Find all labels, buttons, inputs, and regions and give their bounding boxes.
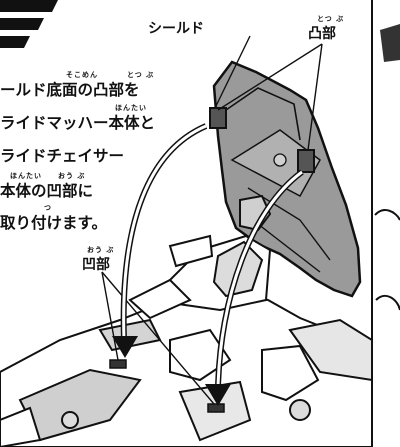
instruction-line-5: 取り付けます。 (0, 214, 107, 232)
insertion-arrows (112, 123, 304, 406)
callout-lines (101, 35, 323, 405)
ruby-totsu-bu: とつ ぶ (127, 71, 155, 79)
ruby-tsu: つ (44, 204, 52, 212)
concave-label: 凹部 (82, 257, 110, 273)
ruby-hontai-2: ほんたい (10, 172, 42, 180)
vehicle-body (0, 194, 373, 447)
header-bar-mark (0, 0, 58, 48)
instruction-line-4: 本体の凹部に (0, 182, 94, 200)
instruction-line-3: ライドチェイサー (0, 147, 125, 165)
ruby-ou-bu: おう ぶ (58, 172, 86, 180)
right-page-fragment (371, 0, 400, 447)
convex-label: 凸部 (308, 26, 336, 42)
instruction-line-1: ールド底面の凸部を (0, 81, 140, 99)
convex-label-ruby: とつ ぶ (317, 15, 345, 23)
ruby-soko-men: そこめん (66, 71, 98, 79)
shield-label: シールド (148, 21, 204, 37)
instruction-line-2: ライドマッハー本体と (0, 114, 156, 132)
ruby-hontai-1: ほんたい (115, 104, 147, 112)
concave-label-ruby: おう ぶ (87, 246, 115, 254)
